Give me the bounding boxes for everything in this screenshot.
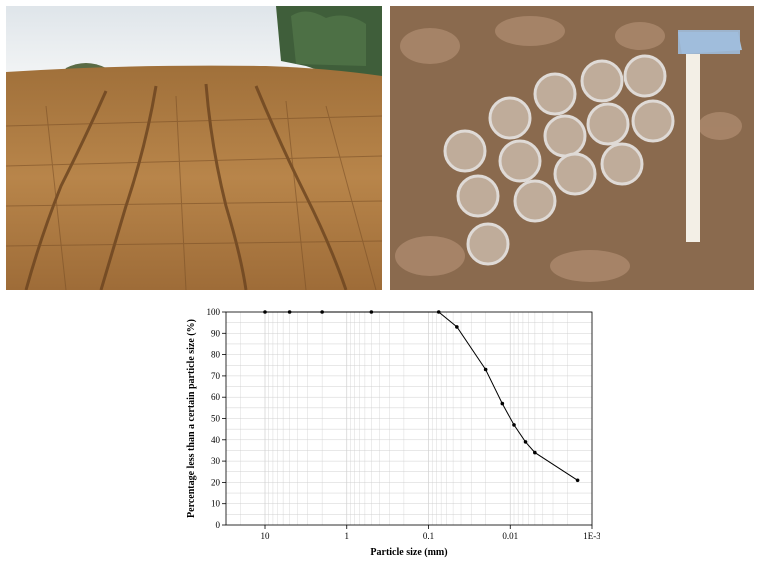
x-tick-label: 1 [345, 531, 350, 541]
y-tick-label: 40 [211, 435, 221, 445]
data-point [512, 423, 516, 427]
y-tick-label: 50 [211, 414, 221, 424]
y-tick-label: 70 [211, 371, 221, 381]
y-tick-label: 20 [211, 477, 221, 487]
data-point [320, 310, 324, 314]
y-tick-label: 80 [211, 350, 221, 360]
data-point [455, 325, 459, 329]
data-point [523, 440, 528, 444]
eroded-soil-slope-photo [6, 6, 382, 290]
data-point [500, 401, 505, 406]
y-tick-label: 30 [211, 456, 221, 466]
data-point [483, 367, 488, 372]
x-tick-label: 0.01 [502, 531, 518, 541]
y-axis-title: Percentage less than a certain particle … [186, 319, 197, 518]
x-axis-title: Particle size (mm) [370, 547, 447, 558]
y-tick-label: 90 [211, 328, 221, 338]
particle-size-distribution-chart: 10 1 0.1 0.01 1E-3 0 10 20 30 40 50 60 70 80 90 100 Par… [180, 296, 600, 561]
x-tick-label: 0.1 [423, 531, 434, 541]
soil-sample-rings-and-hammer-photo [390, 6, 754, 290]
data-point [533, 450, 537, 455]
y-tick-label: 10 [211, 499, 221, 509]
x-tick-label: 10 [261, 531, 271, 541]
y-tick-label: 60 [211, 392, 221, 402]
y-tick-label: 100 [207, 307, 221, 317]
data-point [575, 478, 580, 483]
data-point [369, 310, 374, 314]
data-point [287, 310, 292, 314]
data-point [263, 310, 267, 314]
chart-svg: 10 1 0.1 0.01 1E-3 0 10 20 30 40 50 60 70 80 90 100 Par… [186, 307, 600, 558]
x-tick-label: 1E-3 [583, 531, 600, 541]
series-line [265, 311, 578, 481]
y-tick-label: 0 [216, 520, 221, 530]
data-point [436, 310, 441, 314]
